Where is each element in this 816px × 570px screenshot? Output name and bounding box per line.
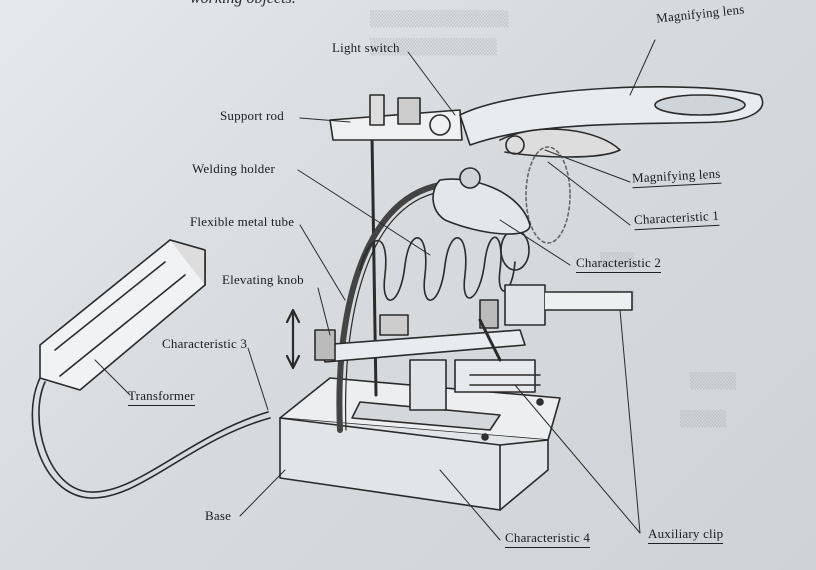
label-flexible-metal-tube: Flexible metal tube bbox=[190, 214, 295, 229]
elevating-arrow bbox=[285, 308, 301, 370]
label-characteristic-3: Characteristic 3 bbox=[162, 336, 248, 351]
leader-lines bbox=[94, 39, 656, 541]
label-base: Base bbox=[205, 508, 232, 523]
background-text: ▒▒▒ bbox=[600, 252, 635, 270]
clamp-assembly bbox=[314, 284, 633, 411]
background-text: ▒▒▒▒ bbox=[680, 410, 727, 428]
background-text: ▒▒▒▒ bbox=[690, 372, 737, 390]
magnifier-arm bbox=[329, 86, 764, 244]
label-transformer: Transformer bbox=[128, 388, 195, 406]
background-text: ▒▒▒▒▒▒▒▒▒▒▒ bbox=[370, 38, 497, 56]
background-text: ▒▒▒▒▒▒▒▒▒▒▒▒ bbox=[370, 10, 509, 28]
label-welding-holder: Welding holder bbox=[192, 161, 275, 176]
label-auxiliary-clip: Auxiliary clip bbox=[648, 526, 724, 544]
lamp-head bbox=[432, 167, 531, 235]
label-elevating-knob: Elevating knob bbox=[222, 272, 304, 287]
label-support-rod: Support rod bbox=[220, 108, 284, 123]
welding-holder-coil bbox=[359, 229, 530, 301]
label-characteristic-4: Characteristic 4 bbox=[505, 530, 591, 548]
top-caption: working objects. bbox=[190, 0, 296, 8]
label-light-switch: Light switch bbox=[332, 40, 400, 55]
transformer-body bbox=[31, 239, 271, 499]
flexible-tube-line bbox=[336, 182, 443, 433]
label-characteristic-2: Characteristic 2 bbox=[576, 255, 662, 273]
